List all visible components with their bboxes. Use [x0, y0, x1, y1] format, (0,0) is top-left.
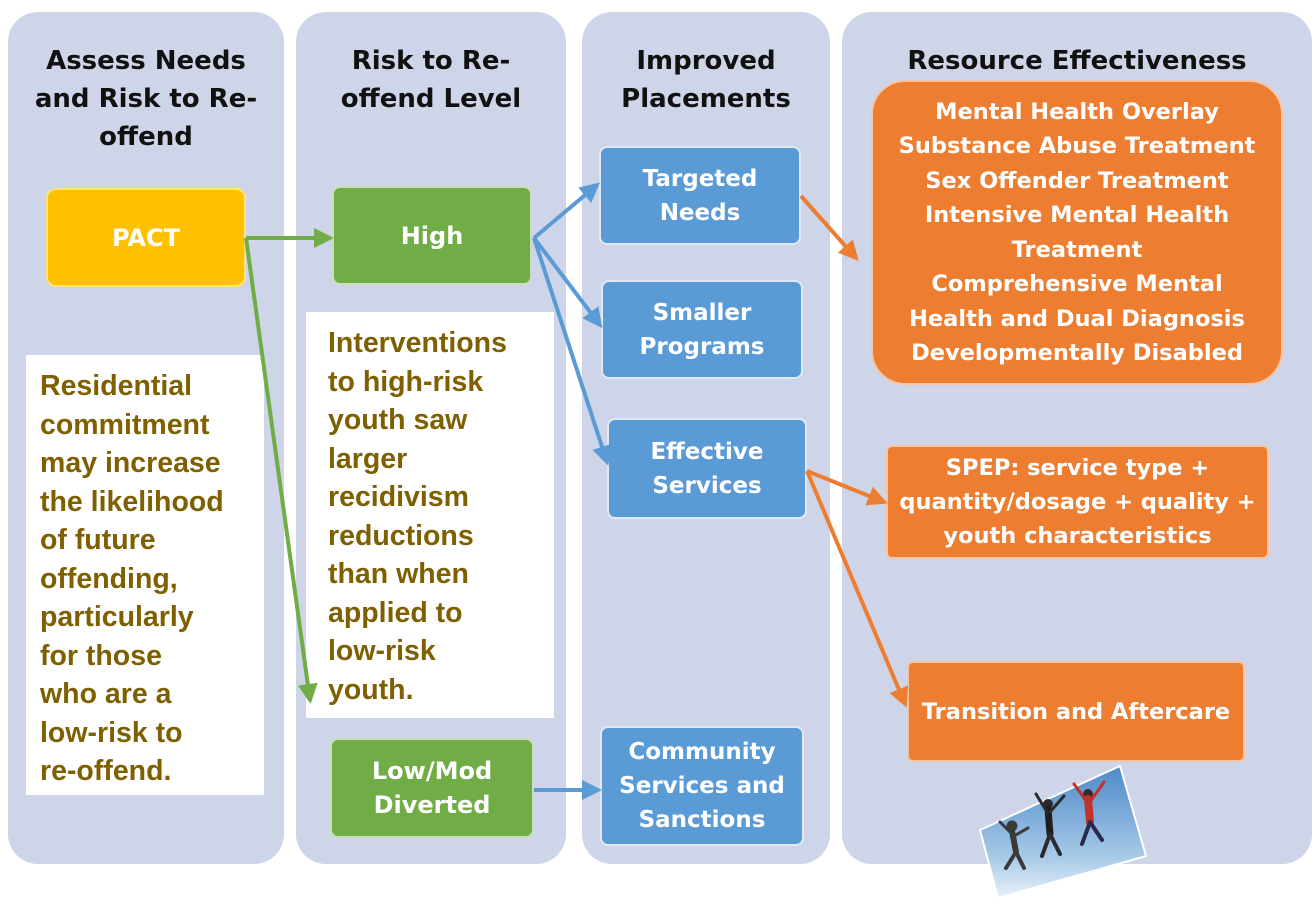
arrow-targeted-to-treatment	[799, 194, 859, 261]
note-interventions: Interventions to high-risk youth saw lar…	[306, 312, 554, 718]
arrow-pact-to-low	[244, 237, 318, 704]
note-line: re-offend.	[40, 755, 172, 787]
note-line: particularly	[40, 601, 194, 633]
note-line: may increase	[40, 447, 221, 479]
note-line: larger	[328, 442, 408, 475]
note-line: applied to	[328, 596, 463, 629]
community-services-box: Community Services and Sanctions	[600, 726, 804, 846]
arrow-effective-to-spep	[806, 469, 888, 506]
column-title-improved-placements: Improved Placements	[621, 46, 791, 114]
column-title-risk-level: Risk to Re- offend Level	[340, 46, 522, 114]
jumping-person-middle	[1034, 792, 1066, 858]
effective-services-box: Effective Services	[607, 418, 807, 519]
note-line: youth saw	[328, 404, 468, 436]
note-residential-commitment: Residential commitment may increase the …	[26, 355, 264, 795]
jumping-people-photo	[978, 764, 1148, 900]
note-line: to high-risk	[328, 365, 484, 398]
note-line: offending,	[40, 562, 178, 595]
note-line: youth.	[328, 673, 414, 706]
jumping-person-left	[998, 820, 1030, 870]
note-line: low-risk to	[40, 716, 183, 749]
arrow-effective-to-transition	[805, 470, 909, 708]
low-mod-diverted-box: Low/Mod Diverted	[330, 738, 534, 838]
note-line: of future	[40, 524, 156, 556]
note-line: low-risk	[328, 635, 436, 667]
note-line: recidivism	[328, 481, 469, 513]
note-line: reductions	[328, 519, 474, 552]
targeted-needs-box: Targeted Needs	[599, 146, 801, 245]
column-title-assess-needs: Assess Needs and Risk to Re- offend	[34, 46, 258, 152]
note-line: who are a	[40, 678, 172, 710]
arrow-high-to-effective	[532, 237, 612, 466]
transition-aftercare-box: Transition and Aftercare	[907, 661, 1245, 762]
smaller-programs-box: Smaller Programs	[601, 280, 803, 379]
jumping-person-right	[1072, 780, 1106, 846]
treatment-types-box: Mental Health Overlay Substance Abuse Tr…	[871, 80, 1283, 385]
note-line: than when	[328, 558, 469, 590]
arrow-high-to-smaller	[532, 236, 603, 329]
arrow-high-to-targeted	[532, 182, 601, 240]
note-line: Interventions	[328, 327, 507, 359]
column-title-resource-effectiveness: Resource Effectiveness	[907, 46, 1247, 76]
high-risk-box: High	[332, 186, 532, 285]
note-line: Residential	[40, 370, 193, 402]
pact-box: PACT	[46, 188, 246, 287]
note-line: for those	[40, 639, 162, 672]
note-line: the likelihood	[40, 485, 224, 518]
note-line: commitment	[40, 408, 210, 441]
